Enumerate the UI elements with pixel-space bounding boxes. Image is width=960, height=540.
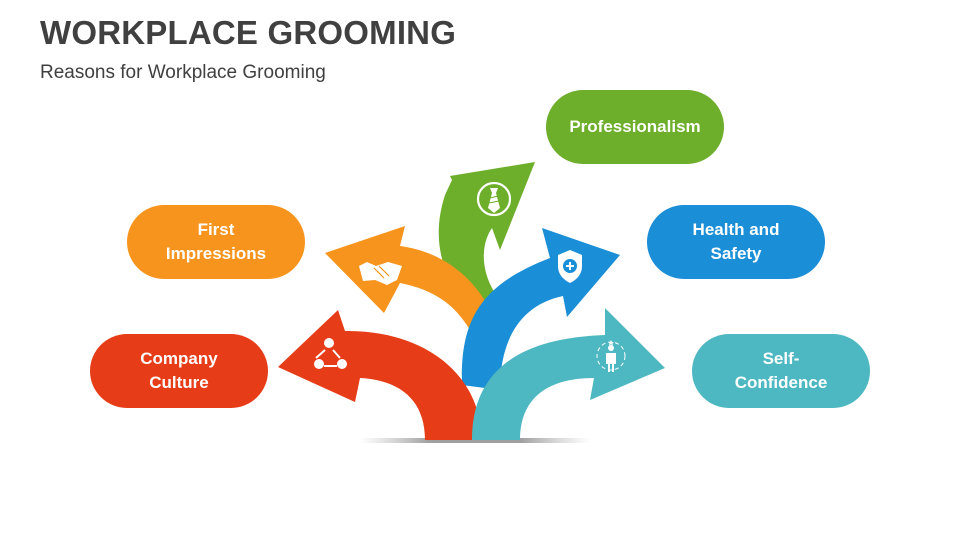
pill-first-impressions: First Impressions — [127, 205, 305, 279]
base-shadow — [360, 438, 590, 443]
pill-company-culture-line2: Culture — [149, 373, 209, 392]
pill-health-safety-line1: Health and — [692, 220, 780, 239]
page-subtitle: Reasons for Workplace Grooming — [40, 62, 326, 83]
arrow-professionalism — [438, 162, 535, 300]
pill-self-confidence-line2: Confidence — [734, 373, 828, 392]
pill-self-confidence: Self- Confidence — [692, 334, 870, 408]
arrow-self-confidence — [472, 308, 665, 440]
pill-professionalism: Professionalism — [546, 90, 724, 164]
pill-company-culture: Company Culture — [90, 334, 268, 408]
tie-icon — [476, 181, 512, 217]
pill-first-impressions-line2: Impressions — [165, 244, 267, 263]
team-cycle-icon — [314, 338, 347, 369]
pill-health-safety-line2: Safety — [710, 244, 762, 263]
confident-person-icon — [596, 340, 626, 372]
pill-company-culture-line1: Company — [140, 349, 218, 368]
page-title: WORKPLACE GROOMING — [40, 14, 457, 51]
handshake-icon — [359, 262, 402, 285]
arrow-first-impressions — [325, 226, 495, 330]
pill-professionalism-line1: Professionalism — [569, 117, 701, 136]
arrow-company-culture — [278, 310, 482, 440]
pill-health-safety: Health and Safety — [647, 205, 825, 279]
pill-first-impressions-line1: First — [197, 220, 235, 239]
shield-plus-icon — [558, 250, 582, 283]
pill-self-confidence-line1: Self- — [762, 349, 800, 368]
